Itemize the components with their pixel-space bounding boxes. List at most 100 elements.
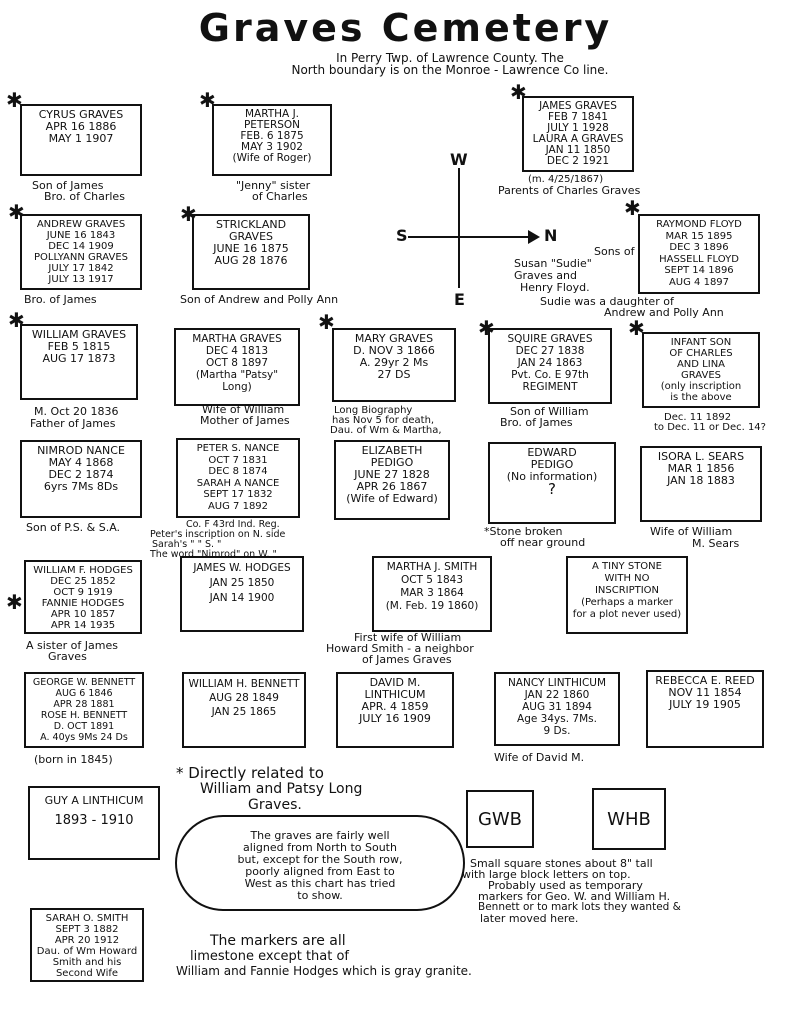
note: Bro. of Charles xyxy=(44,190,125,203)
compass-vertical-line xyxy=(458,168,460,288)
note: Sons of xyxy=(594,245,635,258)
grave-box-isora-sears: Isora L. SearsMar 1 1856Jan 18 1883 xyxy=(640,446,762,522)
grave-box-rebecca-reed: Rebecca E. ReedNov 11 1854July 19 1905 xyxy=(646,670,764,748)
note: Dau. of Wm & Martha, xyxy=(330,425,442,436)
note: Wife of David M. xyxy=(494,751,585,764)
note: Howard Smith - a neighbor xyxy=(326,642,474,655)
note: Bro. of James xyxy=(24,293,97,306)
note: Bennett or to mark lots they wanted & xyxy=(478,901,681,913)
star-icon: ✱ xyxy=(199,88,216,112)
note: of James Graves xyxy=(362,653,452,666)
page-title: Graves Cemetery xyxy=(198,6,613,50)
note: Mother of James xyxy=(200,414,290,427)
compass-s: S xyxy=(396,226,408,245)
note: *Stone broken xyxy=(484,525,563,538)
star-icon: ✱ xyxy=(624,196,641,220)
bottom-note-line-3: William and Fannie Hodges which is gray … xyxy=(176,964,472,978)
note: Small square stones about 8" tall xyxy=(470,857,653,870)
note: Susan "Sudie" xyxy=(514,257,592,270)
grave-box-elizabeth-pedigo: ElizabethPedigoJune 27 1828Apr 26 1867(W… xyxy=(334,440,450,520)
note: (born in 1845) xyxy=(34,753,113,766)
note: Co. F 43rd Ind. Reg. xyxy=(186,519,280,530)
grave-box-james-laura-graves: James GravesFeb 7 1841July 1 1928Laura A… xyxy=(522,96,634,172)
note: Son of P.S. & S.A. xyxy=(26,521,121,534)
grave-box-andrew-pollyann-graves: Andrew GravesJune 16 1843Dec 14 1909Poll… xyxy=(20,214,142,290)
legend-line-1: * Directly related to xyxy=(176,764,324,782)
grave-box-james-hodges: James W. HodgesJan 25 1850Jan 14 1900 xyxy=(180,556,304,632)
star-icon: ✱ xyxy=(628,316,645,340)
star-icon: ✱ xyxy=(318,310,335,334)
compass-horizontal-line xyxy=(408,236,534,238)
note: to Dec. 11 or Dec. 14? xyxy=(654,422,766,433)
note: Parents of Charles Graves xyxy=(498,184,641,197)
grave-box-peter-sarah-nance: Peter S. NanceOct 7 1831Dec 8 1874Sarah … xyxy=(176,438,300,518)
compass-w: W xyxy=(450,150,468,169)
note: with large block letters on top. xyxy=(462,868,631,881)
grave-box-hodges: William F. HodgesDec 25 1852Oct 9 1919Fa… xyxy=(24,560,142,634)
note: Son of William xyxy=(510,405,589,418)
grave-box-edward-pedigo: EdwardPedigo(No information)? xyxy=(488,442,616,524)
grave-box-sarah-smith: Sarah O. SmithSept 3 1882Apr 20 1912Dau.… xyxy=(30,908,144,982)
note: of Charles xyxy=(252,190,308,203)
note: Probably used as temporary xyxy=(488,879,643,892)
note: (m. 4/25/1867) xyxy=(528,174,604,185)
grave-box-martha-smith: Martha J. SmithOct 5 1843Mar 3 1864(M. F… xyxy=(372,556,492,632)
note: The word "Nimrod" on W. " xyxy=(150,549,277,560)
note: Son of James xyxy=(32,179,104,192)
grave-box-bennett: George W. BennettAug 6 1846Apr 28 1881Ro… xyxy=(24,672,144,748)
star-icon: ✱ xyxy=(478,316,495,340)
note: Son of Andrew and Polly Ann xyxy=(180,293,339,306)
note: M. Oct 20 1836 xyxy=(34,405,119,418)
square-stone-gwb: GWB xyxy=(466,790,534,848)
note: Father of James xyxy=(30,417,116,430)
grave-box-cyrus-graves: Cyrus GravesApr 16 1886May 1 1907 xyxy=(20,104,142,176)
note: markers for Geo. W. and William H. xyxy=(478,890,671,903)
grave-box-nancy-linthicum: Nancy LinthicumJan 22 1860Aug 31 1894Age… xyxy=(494,672,620,746)
cloud-note-outline xyxy=(175,815,465,911)
compass-n: N xyxy=(544,226,558,245)
grave-box-martha-peterson: Martha J.PetersonFeb. 6 1875May 3 1902(W… xyxy=(212,104,332,176)
grave-box-martha-graves: Martha GravesDec 4 1813Oct 8 1897(Martha… xyxy=(174,328,300,406)
grave-box-william-graves: William GravesFeb 5 1815Aug 17 1873 xyxy=(20,324,138,400)
note: Sarah's " " S. " xyxy=(152,539,222,550)
note: Peter's inscription on N. side xyxy=(150,529,286,540)
note: Wife of William xyxy=(650,525,733,538)
note: M. Sears xyxy=(692,537,740,550)
note: Graves xyxy=(48,650,87,663)
star-icon: ✱ xyxy=(6,88,23,112)
square-stone-whb: WHB xyxy=(592,788,666,850)
note: Long Biography xyxy=(334,405,413,416)
compass-e: E xyxy=(454,290,465,309)
compass-arrow-icon xyxy=(528,230,540,244)
grave-box-floyd: Raymond FloydMar 15 1895Dec 3 1896Hassel… xyxy=(638,214,760,294)
note: off near ground xyxy=(500,536,586,549)
legend-line-3: Graves. xyxy=(248,797,302,813)
grave-box-david-linthicum: David M.LinthicumApr. 4 1859July 16 1909 xyxy=(336,672,454,748)
grave-box-strickland-graves: StricklandGravesJune 16 1875Aug 28 1876 xyxy=(192,214,310,290)
star-icon: ✱ xyxy=(6,590,23,614)
note: Dec. 11 1892 xyxy=(664,412,732,423)
subtitle-line-2: North boundary is on the Monroe - Lawren… xyxy=(291,63,609,77)
note: First wife of William xyxy=(354,631,462,644)
bottom-note-line-1: The markers are all xyxy=(210,933,346,949)
note: has Nov 5 for death, xyxy=(332,415,435,426)
grave-box-infant-son: Infant sonof Charlesand LinaGraves(only … xyxy=(642,332,760,408)
grave-box-tiny-stone: A tiny stonewith noinscription(Perhaps a… xyxy=(566,556,688,634)
bottom-note-line-2: limestone except that of xyxy=(190,949,350,964)
note: Wife of William xyxy=(202,403,285,416)
grave-box-squire-graves: Squire GravesDec 27 1838Jan 24 1863Pvt. … xyxy=(488,328,612,404)
note: Sudie was a daughter of xyxy=(540,295,674,308)
note: later moved here. xyxy=(480,912,579,925)
note: A sister of James xyxy=(26,639,118,652)
grave-box-guy-linthicum: Guy A Linthicum1893 - 1910 xyxy=(28,786,160,860)
note: Henry Floyd. xyxy=(520,281,590,294)
subtitle-line-1: In Perry Twp. of Lawrence County. The xyxy=(336,51,564,65)
grave-box-william-bennett: William H. BennettAug 28 1849Jan 25 1865 xyxy=(182,672,306,748)
legend-line-2: William and Patsy Long xyxy=(200,781,363,797)
note: "Jenny" sister xyxy=(236,179,311,192)
note: Andrew and Polly Ann xyxy=(604,306,724,319)
note: Bro. of James xyxy=(500,416,573,429)
